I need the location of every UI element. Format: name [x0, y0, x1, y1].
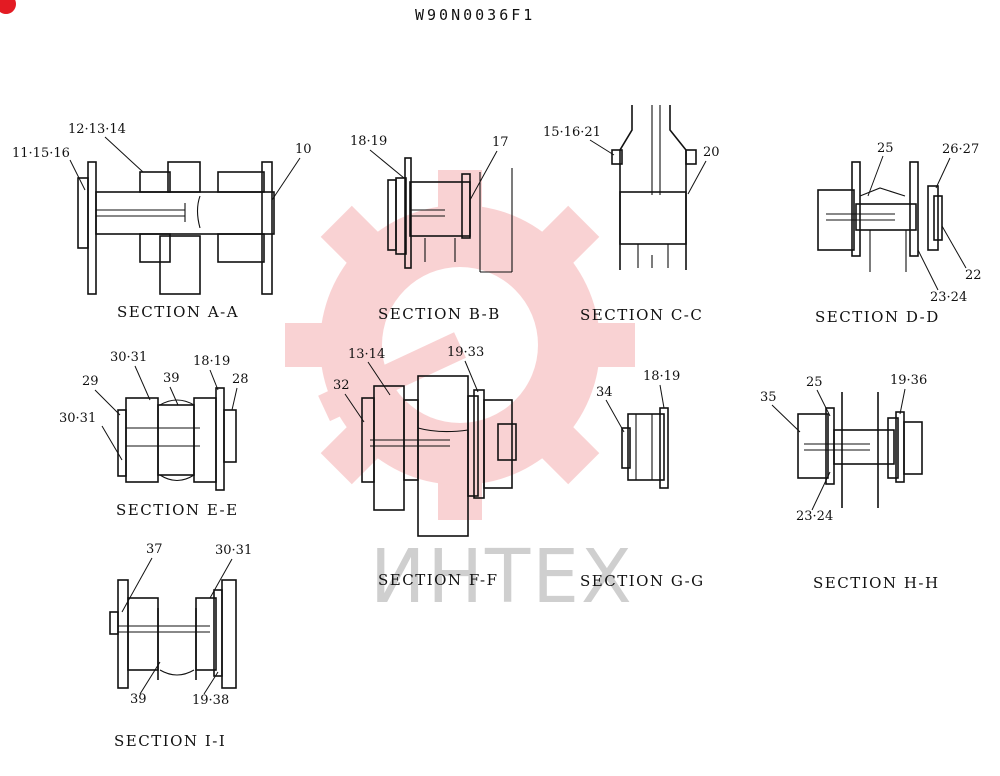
label-18-19: 18·19: [643, 369, 680, 384]
label-30-31-left: 30·31: [59, 411, 96, 426]
label-37: 37: [146, 542, 163, 557]
label-29: 29: [82, 374, 99, 389]
label-12-13-14: 12·13·14: [68, 122, 126, 137]
section-b-b-title: SECTION B-B: [378, 305, 501, 323]
label-13-14: 13·14: [348, 347, 385, 362]
section-a-a: 11·15·16 12·13·14 10 SECTION A-A: [12, 122, 312, 321]
label-18-19: 18·19: [193, 354, 230, 369]
section-f-f-title: SECTION F-F: [378, 571, 499, 589]
section-h-h-title: SECTION H-H: [813, 574, 940, 592]
section-b-b-drawing: [387, 157, 513, 273]
label-17: 17: [492, 135, 509, 150]
section-a-a-title: SECTION A-A: [117, 303, 239, 321]
label-23-24: 23·24: [796, 509, 833, 524]
section-d-d-drawing: [817, 161, 943, 272]
section-c-c: 15·16·21 20 SECTION C-C: [543, 105, 720, 324]
label-19-33: 19·33: [447, 345, 484, 360]
label-19-38: 19·38: [192, 693, 229, 708]
section-b-b: 18·19 17 SECTION B-B: [350, 134, 513, 323]
section-e-e-title: SECTION E-E: [116, 501, 239, 519]
section-d-d: 25 26·27 22 23·24 SECTION D-D: [815, 141, 982, 326]
label-34: 34: [596, 385, 613, 400]
section-f-f-drawing: [361, 375, 517, 537]
label-32: 32: [333, 378, 350, 393]
section-i-i-drawing: [109, 579, 237, 689]
label-19-36: 19·36: [890, 373, 927, 388]
label-11-15-16: 11·15·16: [12, 146, 70, 161]
label-23-24: 23·24: [930, 290, 967, 305]
gear-teeth: [285, 170, 635, 520]
section-e-e: 30·31 18·19 29 39 28 30·31 SECTION E-E: [59, 350, 249, 519]
label-26-27: 26·27: [942, 142, 979, 157]
drawing-code: W90N0036F1: [415, 6, 535, 24]
section-h-h-drawing: [797, 392, 923, 508]
section-h-h: 25 19·36 35 23·24 SECTION H-H: [760, 373, 940, 592]
label-30-31: 30·31: [215, 543, 252, 558]
section-a-a-drawing: [77, 161, 275, 295]
label-18-19: 18·19: [350, 134, 387, 149]
section-i-i: 37 30·31 39 19·38 SECTION I-I: [109, 542, 252, 750]
section-e-e-drawing: [117, 387, 237, 491]
section-f-f: 13·14 19·33 32 SECTION F-F: [333, 345, 517, 589]
label-39: 39: [163, 371, 180, 386]
section-c-c-drawing: [611, 105, 697, 270]
label-20: 20: [703, 145, 720, 160]
section-g-g-title: SECTION G-G: [580, 572, 705, 590]
section-c-c-title: SECTION C-C: [580, 306, 703, 324]
section-g-g-drawing: [621, 407, 669, 489]
label-35: 35: [760, 390, 777, 405]
label-28: 28: [232, 372, 249, 387]
label-10: 10: [295, 142, 312, 157]
label-22: 22: [965, 268, 982, 283]
section-d-d-title: SECTION D-D: [815, 308, 940, 326]
label-25: 25: [877, 141, 894, 156]
red-corner-marker: [0, 0, 16, 14]
watermark-text: ИНТЕХ: [370, 534, 634, 620]
label-30-31-top: 30·31: [110, 350, 147, 365]
label-39: 39: [130, 692, 147, 707]
label-15-16-21: 15·16·21: [543, 125, 601, 140]
section-g-g: 18·19 34 SECTION G-G: [580, 369, 705, 590]
label-25: 25: [806, 375, 823, 390]
section-i-i-title: SECTION I-I: [114, 732, 226, 750]
watermark-gear-logo: [285, 170, 635, 520]
